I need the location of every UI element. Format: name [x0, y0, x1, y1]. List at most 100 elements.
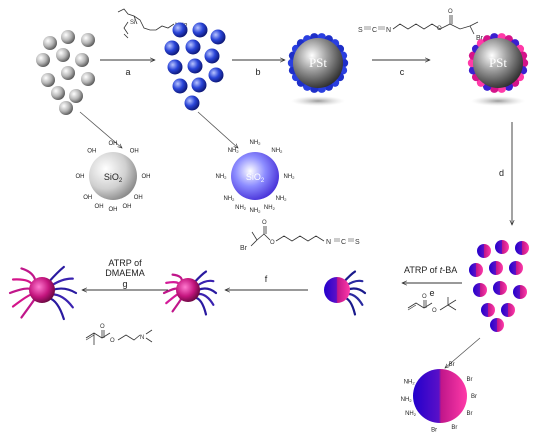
- silica-particle: [43, 36, 57, 50]
- hydroxyl-label: OH: [83, 195, 92, 201]
- hydroxyl-label: OH: [76, 174, 85, 180]
- step-label-e: e: [429, 288, 434, 298]
- amine-particle: [204, 48, 220, 64]
- janus-particle: [509, 261, 523, 275]
- janus-particle: [490, 318, 504, 332]
- pst-core-initiator: PSt: [467, 33, 529, 106]
- silica-particle: [61, 66, 75, 80]
- silicon-atom: Si: [130, 20, 135, 26]
- janus-particle: [495, 240, 509, 254]
- amine-label: NH2: [228, 148, 240, 154]
- amine-particle: [185, 39, 201, 55]
- initiator-structure-bottom: Br O O N C S: [240, 220, 360, 252]
- step-label-d: d: [499, 168, 504, 178]
- janus-particle: [473, 283, 487, 297]
- carbonyl-oxygen: O: [448, 9, 453, 15]
- bromine-atom: Br: [476, 35, 484, 42]
- hydroxyl-label: OH: [109, 141, 118, 147]
- ptba-chain: [342, 296, 357, 316]
- janus-particle: [477, 244, 491, 258]
- ptba-chain: [49, 277, 74, 287]
- silica-particle: [51, 86, 65, 100]
- step-label-g: g: [122, 279, 127, 289]
- initiator-janus-particle: [162, 270, 218, 316]
- amine-label: NH2: [401, 397, 413, 403]
- amine-particle: [167, 59, 183, 75]
- janus-particle-group: [469, 240, 529, 332]
- hydroxyl-label: OH: [130, 149, 139, 155]
- silica-particle: [41, 73, 55, 87]
- carbonyl-oxygen: O: [422, 294, 427, 300]
- hydroxyl-label: OH: [134, 195, 143, 201]
- ptba-chain: [50, 287, 78, 295]
- atom-s: S: [355, 239, 360, 246]
- polymer-chain: [193, 296, 208, 316]
- janus-particle: [493, 281, 507, 295]
- janus-core: [324, 277, 350, 303]
- polymer-chain: [193, 270, 208, 284]
- silica-particle: [56, 48, 70, 62]
- amine-label: NH2: [404, 380, 416, 386]
- polymer-chain: [171, 296, 183, 313]
- atom-s: S: [358, 27, 363, 34]
- janus-particle: [469, 263, 483, 277]
- bromine-atom: Br: [240, 245, 248, 252]
- pst-core-label: PSt: [489, 55, 507, 70]
- atom-n: N: [386, 27, 391, 34]
- amine-label: NH2: [224, 196, 236, 202]
- polymer-chain: [162, 287, 180, 295]
- hydroxyl-label: OH: [122, 204, 131, 210]
- half-grafted-particle: [324, 270, 367, 316]
- amine-label: NH2: [235, 205, 247, 211]
- janus-particle: [481, 303, 495, 317]
- bromide-label: Br: [449, 362, 455, 368]
- amine-particle: [164, 40, 180, 56]
- silica-particle: [81, 72, 95, 86]
- bromide-label: Br: [466, 377, 472, 383]
- ester-oxygen: O: [110, 338, 115, 344]
- amine-label: NH2: [216, 174, 228, 180]
- hydroxyl-label: OH: [109, 207, 118, 213]
- bromide-label: Br: [451, 425, 457, 431]
- ester-oxygen: O: [270, 240, 275, 246]
- bromide-label: Br: [471, 394, 477, 400]
- amine-label: NH2: [405, 411, 417, 417]
- step-label-c: c: [400, 67, 405, 77]
- step-label-b: b: [255, 67, 260, 77]
- step-label-f: f: [265, 274, 268, 284]
- ester-oxygen: O: [437, 26, 442, 32]
- pst-core: [473, 38, 523, 88]
- atrp-tba-label: ATRP of t-BA: [404, 265, 457, 275]
- pst-core-label: PSt: [309, 55, 327, 70]
- janus-particle: [501, 303, 515, 317]
- silica-particle-group: [36, 30, 95, 115]
- hydroxyl-label: OH: [95, 204, 104, 210]
- janus-particle: [489, 261, 503, 275]
- polymer-chain: [196, 287, 218, 295]
- ester-oxygen: O: [432, 308, 437, 314]
- hydroxyl-label: OH: [87, 149, 96, 155]
- silica-detail-sphere: [89, 152, 137, 200]
- amine-particle: [184, 95, 200, 111]
- pdmaema-chain: [8, 287, 34, 295]
- amine-label: NH2: [250, 208, 262, 214]
- aptes-structure: [117, 8, 175, 39]
- silica-particle: [36, 53, 50, 67]
- amine-particle: [172, 22, 188, 38]
- silica-label: SiO2: [104, 172, 123, 184]
- atrp-dmaema-label-line1: ATRP of: [108, 258, 142, 268]
- amine-particle: [191, 77, 207, 93]
- final-janus-brush-particle: [8, 265, 78, 321]
- carbonyl-oxygen: O: [262, 220, 267, 226]
- core-shadow: [291, 96, 345, 106]
- carbonyl-oxygen: O: [100, 324, 105, 330]
- dmaema-monomer-structure: O O N: [85, 324, 153, 345]
- pst-core: [293, 38, 343, 88]
- magenta-core: [176, 278, 200, 302]
- ptba-chain: [47, 296, 65, 321]
- zoom-arrow-amine: [197, 111, 238, 148]
